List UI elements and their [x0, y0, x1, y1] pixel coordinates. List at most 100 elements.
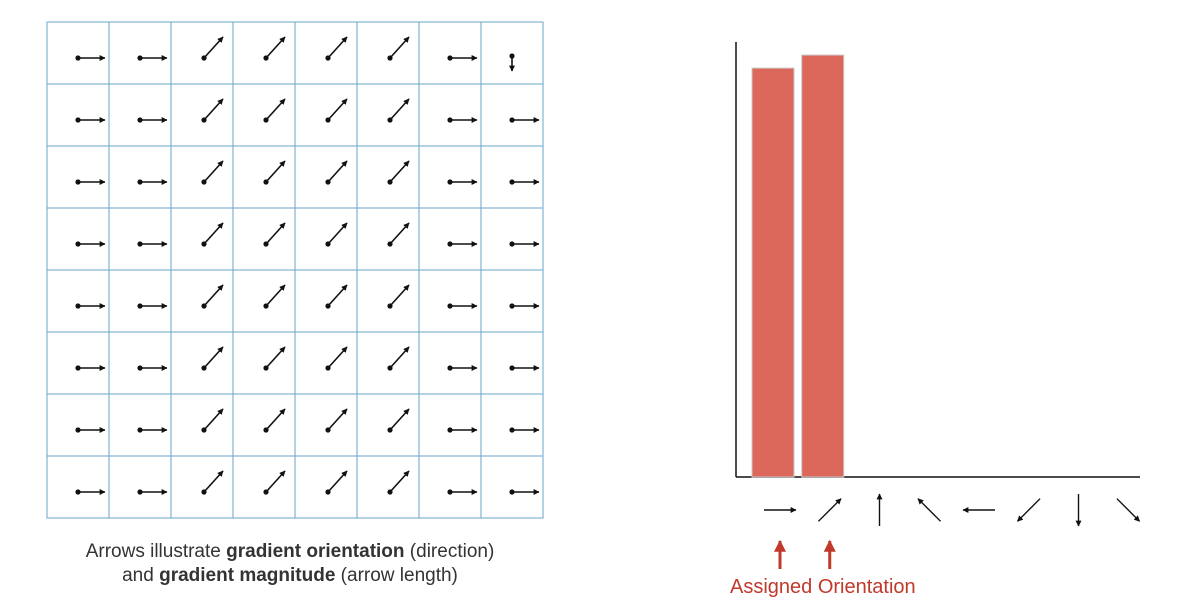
arrow-origin-dot	[137, 303, 143, 309]
arrow-origin-dot	[387, 303, 393, 309]
gradient-arrow-icon	[201, 408, 224, 433]
arrow-shaft	[203, 222, 224, 245]
arrow-shaft	[327, 98, 348, 121]
gradient-arrow-icon	[75, 489, 106, 495]
gradient-arrow-icon	[509, 241, 540, 247]
arrow-origin-dot	[263, 365, 269, 371]
arrow-origin-dot	[387, 179, 393, 185]
arrow-origin-dot	[75, 179, 81, 185]
gradient-arrow-icon	[325, 346, 348, 371]
gradient-arrow-icon	[201, 346, 224, 371]
gradient-arrow-icon	[137, 179, 168, 185]
caption-text: (direction)	[404, 541, 495, 562]
arrow-origin-dot	[509, 53, 515, 59]
gradient-arrow-icon	[201, 222, 224, 247]
arrow-origin-dot	[137, 489, 143, 495]
arrow-origin-dot	[201, 117, 207, 123]
arrow-shaft	[203, 98, 224, 121]
gradient-arrow-icon	[201, 470, 224, 495]
arrow-origin-dot	[325, 365, 331, 371]
arrow-shaft	[203, 36, 224, 59]
gradient-arrow-icon	[263, 408, 286, 433]
gradient-arrow-icon	[325, 222, 348, 247]
arrow-origin-dot	[201, 241, 207, 247]
arrow-origin-dot	[75, 117, 81, 123]
gradient-arrow-icon	[263, 284, 286, 309]
gradient-arrow-icon	[387, 36, 410, 61]
arrow-origin-dot	[137, 117, 143, 123]
arrow-origin-dot	[387, 117, 393, 123]
gradient-arrow-icon	[75, 427, 106, 433]
arrow-shaft	[389, 470, 410, 493]
assigned-orientation-label: Assigned Orientation	[730, 576, 916, 598]
arrow-origin-dot	[387, 427, 393, 433]
arrow-origin-dot	[263, 303, 269, 309]
gradient-arrow-icon	[325, 160, 348, 185]
grid-caption: Arrows illustrate gradient orientation (…	[20, 540, 560, 588]
arrow-origin-dot	[447, 489, 453, 495]
arrow-origin-dot	[447, 365, 453, 371]
arrow-shaft	[265, 284, 286, 307]
arrow-origin-dot	[201, 179, 207, 185]
gradient-arrow-icon	[263, 98, 286, 123]
arrow-origin-dot	[325, 303, 331, 309]
arrow-shaft	[265, 160, 286, 183]
arrow-origin-dot	[137, 55, 143, 61]
arrow-origin-dot	[137, 427, 143, 433]
arrow-origin-dot	[325, 55, 331, 61]
arrow-shaft	[389, 284, 410, 307]
gradient-arrow-icon	[447, 489, 478, 495]
arrow-origin-dot	[447, 241, 453, 247]
arrow-origin-dot	[447, 303, 453, 309]
arrow-origin-dot	[509, 427, 515, 433]
gradient-arrow-icon	[325, 408, 348, 433]
arrow-origin-dot	[75, 241, 81, 247]
caption-line-2: and gradient magnitude (arrow length)	[20, 564, 560, 588]
bin-orientation-down-right-icon	[1116, 498, 1141, 522]
arrow-shaft	[265, 222, 286, 245]
gradient-arrow-icon	[509, 53, 515, 72]
gradient-arrow-icon	[263, 346, 286, 371]
caption-bold: gradient magnitude	[159, 565, 336, 586]
arrow-origin-dot	[75, 489, 81, 495]
gradient-arrow-icon	[447, 365, 478, 371]
arrow-origin-dot	[137, 365, 143, 371]
caption-text: Arrows illustrate	[85, 541, 227, 562]
gradient-arrow-icon	[387, 160, 410, 185]
arrow-origin-dot	[509, 489, 515, 495]
arrow-origin-dot	[447, 179, 453, 185]
arrow-origin-dot	[509, 303, 515, 309]
arrow-shaft	[203, 408, 224, 431]
arrow-shaft	[389, 36, 410, 59]
arrow-shaft	[389, 98, 410, 121]
gradient-arrow-icon	[325, 98, 348, 123]
caption-text: and	[122, 565, 160, 586]
arrow-origin-dot	[447, 55, 453, 61]
gradient-arrow-icon	[137, 427, 168, 433]
bin-orientation-down-left-icon	[1016, 498, 1041, 522]
arrow-origin-dot	[201, 303, 207, 309]
arrow-origin-dot	[509, 365, 515, 371]
bin-orientation-up-right-icon	[817, 498, 842, 522]
arrow-origin-dot	[263, 489, 269, 495]
gradient-arrow-icon	[75, 117, 106, 123]
gradient-arrow-icon	[325, 36, 348, 61]
arrow-origin-dot	[325, 427, 331, 433]
gradient-arrow-icon	[75, 241, 106, 247]
arrow-origin-dot	[201, 55, 207, 61]
gradient-arrow-icon	[201, 36, 224, 61]
gradient-arrow-icon	[509, 427, 540, 433]
gradient-arrow-icon	[325, 284, 348, 309]
arrow-origin-dot	[387, 55, 393, 61]
arrow-shaft	[389, 222, 410, 245]
arrow-shaft	[265, 36, 286, 59]
caption-bold: gradient orientation	[226, 541, 405, 562]
arrow-origin-dot	[75, 427, 81, 433]
arrow-origin-dot	[325, 179, 331, 185]
histogram-bar	[801, 54, 845, 478]
arrow-origin-dot	[201, 365, 207, 371]
gradient-arrow-icon	[137, 241, 168, 247]
arrow-origin-dot	[263, 427, 269, 433]
gradient-arrow-icon	[387, 284, 410, 309]
gradient-arrow-icon	[75, 179, 106, 185]
